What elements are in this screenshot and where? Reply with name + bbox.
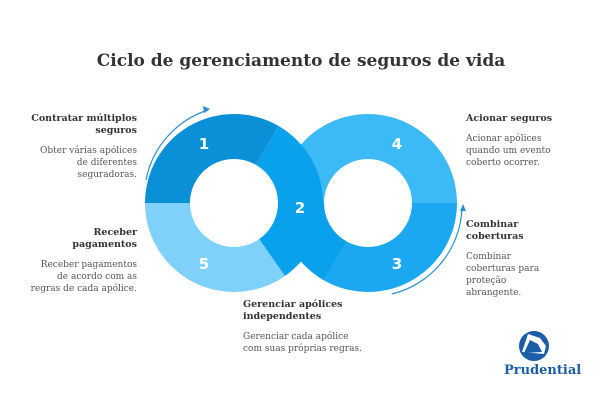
arrow-right <box>391 207 463 295</box>
step-2-title: Gerenciar apólices independentes <box>243 299 343 322</box>
step-4-text: Acionar seguros Acionar apólices quando … <box>466 113 576 169</box>
step-4-number: 4 <box>392 135 402 153</box>
step-5-title: Receber pagamentos <box>72 227 137 250</box>
step-3-number: 3 <box>392 255 402 273</box>
step-1-text: Contratar múltiplos seguros Obter várias… <box>30 113 137 181</box>
step-4-title: Acionar seguros <box>466 113 553 124</box>
step-3-title: Combinar coberturas <box>466 219 524 242</box>
step-3-desc: Combinar coberturas para proteção abrang… <box>466 252 540 298</box>
page-title: Ciclo de gerenciamento de seguros de vid… <box>96 51 506 71</box>
step-5-text: Receber pagamentos Receber pagamentos de… <box>30 227 137 295</box>
arrow-head-left-icon <box>203 106 210 113</box>
segment-1 <box>145 113 279 203</box>
segment-2c <box>259 203 323 276</box>
segment-4 <box>279 114 457 203</box>
segment-5 <box>145 203 234 292</box>
arrow-head-right-icon <box>460 204 466 211</box>
segment-2a <box>256 125 323 203</box>
step-1-number: 1 <box>199 135 209 153</box>
step-2-desc: Gerenciar cada apólice com suas próprias… <box>243 332 362 354</box>
step-2-text: Gerenciar apólices independentes Gerenci… <box>243 299 363 355</box>
step-3-text: Combinar coberturas Combinar coberturas … <box>466 219 556 299</box>
step-1-desc: Obter várias apólices de diferentes segu… <box>39 146 137 180</box>
step-5-number: 5 <box>199 255 209 273</box>
arrow-left <box>145 109 209 181</box>
step-4-desc: Acionar apólices quando um evento cobert… <box>466 134 551 168</box>
step-5-desc: Receber pagamentos de acordo com as regr… <box>30 260 137 294</box>
step-2-number: 2 <box>295 199 305 217</box>
step-1-title: Contratar múltiplos seguros <box>31 113 137 136</box>
prudential-logo-text: Prudential <box>504 363 582 378</box>
